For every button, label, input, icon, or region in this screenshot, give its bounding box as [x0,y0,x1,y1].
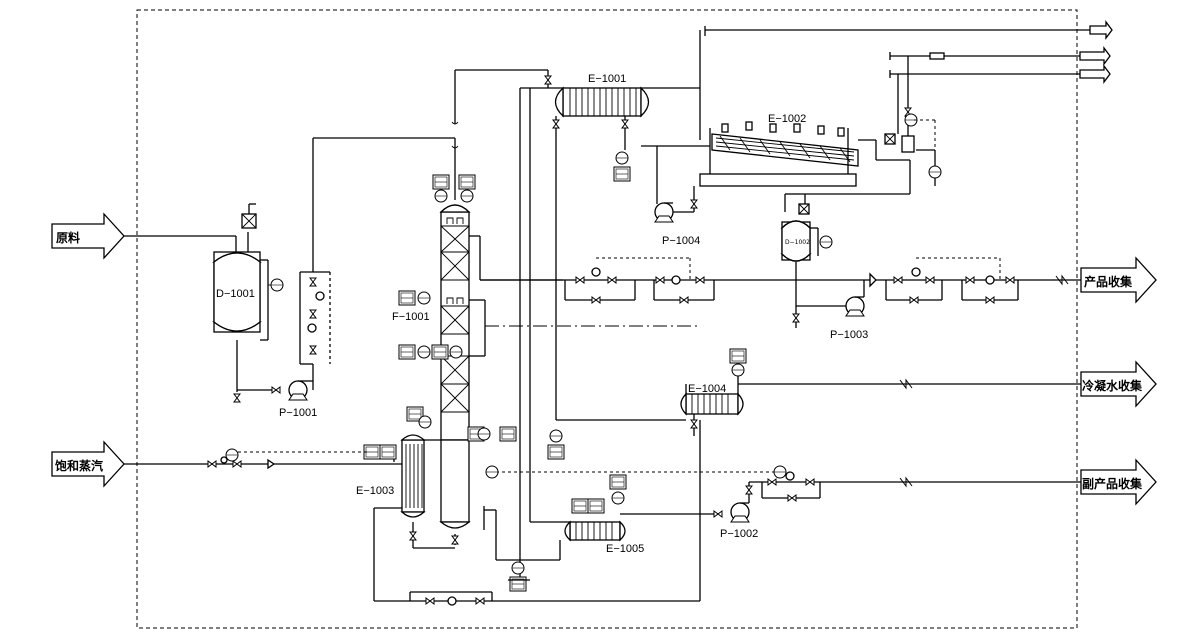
byproduct-outlet-arrow: 副产品收集 [1080,458,1157,506]
p1003-label: P−1003 [830,329,868,341]
e1003-label: E−1003 [356,485,394,497]
e1001-label: E−1001 [588,73,626,85]
byproduct-valve-station [761,465,913,502]
e1002-nozzles [721,121,845,137]
feed-label: 原料 [56,230,80,245]
pump-p1003: P−1003 [830,296,868,341]
p1004-label: P−1004 [662,235,700,247]
p1002-label: P−1002 [720,528,758,540]
reboiler-e1003: E−1003 [356,434,426,518]
pump-p1002: P−1002 [720,502,758,540]
condensate-outlet-arrow: 冷凝水收集 [1080,360,1157,408]
product-label: 产品收集 [1084,274,1133,289]
feed-tank-d1001: D−1001 [212,251,262,333]
e1004-label: E−1004 [688,383,726,395]
distillation-column-f1001: F−1001 [392,204,471,529]
battery-limit [136,9,1078,629]
feed-control-station [299,271,331,390]
cooler-e1004: E−1004 [680,383,744,416]
utility-arrows [704,20,1113,84]
pump-p1004: P−1004 [654,202,700,247]
f1001-label: F−1001 [392,311,430,323]
reflux-drum-d1002: D−1002 [780,220,812,262]
feed-tank-vent [241,203,257,252]
product-valve-station-2 [869,257,1069,304]
cooler-e1005: E−1005 [564,520,644,555]
e1005-label: E−1005 [606,543,644,555]
feed-inlet-arrow: 原料 [51,212,125,260]
feed-tank-level-gauge [260,259,284,341]
e1002-label: E−1002 [768,113,806,125]
product-valve-station-1 [564,257,715,304]
d1001-label: D−1001 [216,288,255,300]
steam-label: 饱和蒸汽 [55,458,103,473]
condensate-label: 冷凝水收集 [1082,378,1143,393]
p1001-label: P−1001 [279,407,317,419]
condenser-e1001: E−1001 [554,73,650,118]
d1002-label: D−1002 [785,239,810,246]
steam-inlet-arrow: 饱和蒸汽 [51,440,125,488]
vent-condenser-e1002: E−1002 [699,113,859,187]
product-outlet-arrow: 产品收集 [1080,256,1157,304]
byproduct-label: 副产品收集 [1082,476,1143,491]
pump-p1001: P−1001 [279,380,317,419]
